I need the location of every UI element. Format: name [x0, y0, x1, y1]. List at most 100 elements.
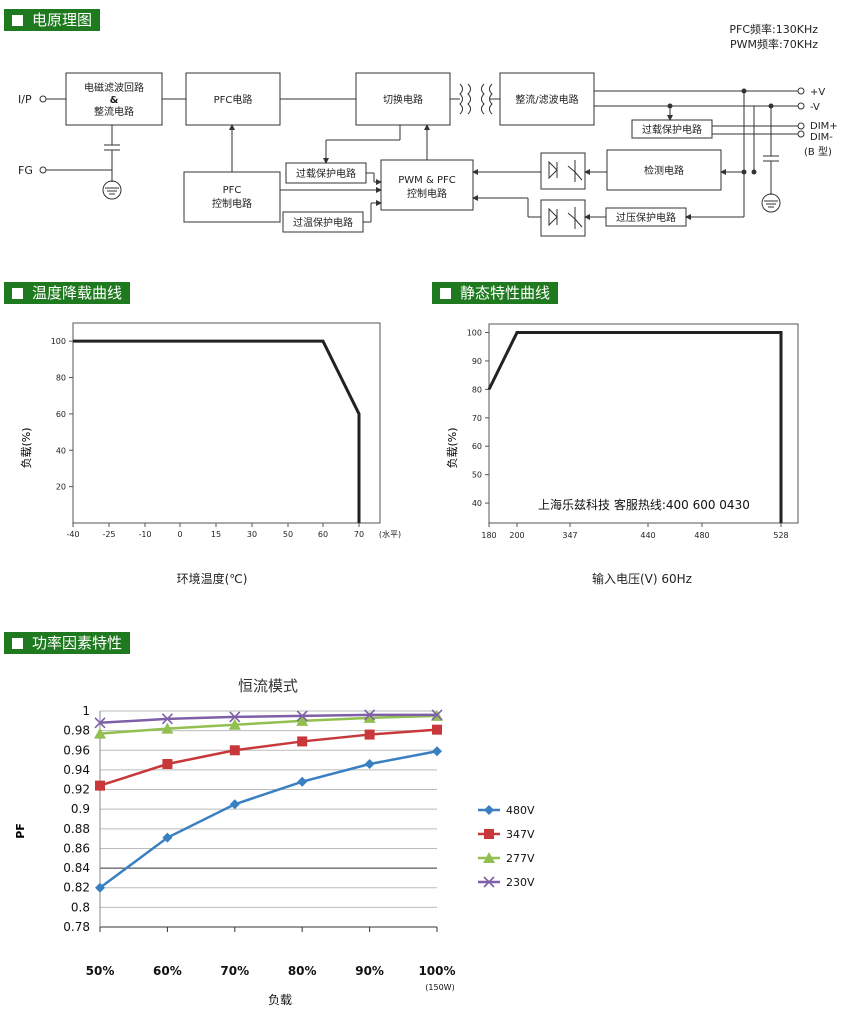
- data-point: [95, 882, 105, 893]
- x-tick-label: 50%: [86, 964, 115, 978]
- data-point: [296, 714, 309, 726]
- vpos-label: +V: [810, 87, 825, 98]
- data-point: [229, 745, 240, 756]
- optocoupler-2-box: [540, 199, 586, 237]
- x-note: (150W): [425, 983, 454, 992]
- data-point: [484, 805, 494, 815]
- x-unit-label: (水平): [379, 529, 401, 539]
- data-point: [161, 722, 174, 734]
- data-point: [94, 717, 106, 729]
- chart-title: 恒流模式: [238, 677, 298, 695]
- y-tick-label: 0.8: [71, 900, 90, 914]
- pwm-ctrl-label-2: 控制电路: [407, 187, 447, 200]
- data-point: [483, 852, 495, 863]
- square-icon: [12, 637, 23, 649]
- x-tick-label: 347: [562, 531, 577, 540]
- data-point: [484, 829, 494, 839]
- y-tick-label: 100: [467, 329, 482, 338]
- y-tick-label: 0.88: [63, 822, 90, 836]
- x-tick-label: 200: [509, 531, 524, 540]
- y-tick-label: 50: [472, 471, 482, 480]
- ocp2-label: 过载保护电路: [642, 123, 702, 136]
- y-tick-label: 60: [56, 410, 66, 419]
- y-axis-label: PF: [14, 823, 27, 839]
- optocoupler-1-box: [540, 152, 586, 190]
- fg-terminal: [39, 166, 47, 174]
- y-axis-label: 负载(%): [445, 427, 459, 468]
- data-point: [297, 736, 308, 747]
- section-header-derating: 温度降载曲线: [4, 282, 131, 304]
- dimpos-terminal: [797, 122, 805, 130]
- x-tick-label: 528: [773, 531, 788, 540]
- derating-line: [73, 339, 361, 523]
- dimpos-label: DIM+: [810, 121, 838, 132]
- data-point: [364, 729, 375, 740]
- pfc-control-box: [183, 171, 281, 223]
- watermark-text: 上海乐兹科技 客服热线:400 600 0430: [538, 497, 750, 512]
- x-tick-label: -10: [138, 530, 151, 539]
- x-tick-label: 440: [640, 531, 655, 540]
- y-tick-label: 0.82: [63, 881, 90, 895]
- vneg-label: -V: [810, 102, 820, 113]
- x-tick-label: 50: [283, 530, 293, 539]
- x-tick-label: 90%: [355, 964, 384, 978]
- data-point: [162, 832, 173, 843]
- pfc-ctrl-label-1: PFC: [223, 185, 242, 196]
- data-point: [483, 876, 495, 888]
- section-header-block-diagram: 电原理图: [4, 9, 101, 31]
- rectifier-label: 整流/滤波电路: [515, 93, 578, 106]
- block-diagram: PFC频率:130KHz PWM频率:70KHz I/P FG 电磁滤波回路 &…: [18, 22, 838, 237]
- plot-frame: [488, 323, 799, 524]
- y-tick-label: 80: [472, 385, 482, 394]
- series-line-347V: [99, 728, 438, 787]
- y-tick-label: 0.78: [63, 920, 90, 934]
- y-tick-label: 0.86: [63, 841, 90, 855]
- legend-label: 347V: [506, 828, 535, 841]
- x-tick-label: 80%: [288, 964, 317, 978]
- legend-label: 230V: [506, 876, 535, 889]
- y-tick-label: 0.84: [63, 861, 90, 875]
- data-point: [363, 711, 376, 723]
- y-tick-label: 0.9: [71, 802, 90, 816]
- emi-label-1: 电磁滤波回路: [84, 81, 144, 94]
- vneg-terminal: [797, 102, 805, 110]
- pwm-ctrl-label-1: PWM & PFC: [398, 175, 455, 186]
- x-tick-label: 60: [318, 530, 328, 539]
- series-line-277V: [99, 714, 438, 735]
- y-tick-label: 70: [472, 414, 482, 423]
- data-point: [161, 713, 173, 725]
- y-tick-label: 80: [56, 374, 66, 383]
- x-tick-label: 180: [481, 531, 496, 540]
- x-tick-label: 100%: [418, 964, 455, 978]
- x-axis-label: 环境温度(℃): [177, 571, 248, 586]
- data-point: [364, 709, 376, 721]
- square-icon: [12, 14, 23, 26]
- section-title: 功率因素特性: [32, 634, 123, 652]
- y-tick-label: 40: [56, 446, 66, 455]
- data-point: [228, 718, 241, 730]
- x-tick-label: 70: [354, 530, 364, 539]
- switch-label: 切换电路: [383, 93, 423, 106]
- y-tick-label: 90: [472, 357, 482, 366]
- data-point: [162, 759, 173, 770]
- data-point: [229, 711, 241, 723]
- y-tick-label: 0.94: [63, 763, 90, 777]
- pf-chart: 恒流模式10.980.960.940.920.90.880.860.840.82…: [14, 677, 535, 1007]
- data-point: [297, 776, 308, 787]
- series-line-230V: [99, 713, 437, 725]
- ocp1-label: 过载保护电路: [296, 167, 356, 180]
- square-icon: [440, 287, 451, 299]
- legend-label: 480V: [506, 804, 535, 817]
- plot-frame: [72, 322, 381, 524]
- square-icon: [12, 287, 23, 299]
- x-axis-label: 负载: [268, 993, 292, 1007]
- static-line: [487, 331, 783, 523]
- ip-label: I/P: [18, 93, 32, 106]
- y-tick-label: 0.92: [63, 783, 90, 797]
- emi-label-amp: &: [110, 95, 119, 106]
- y-tick-label: 1: [82, 704, 90, 718]
- section-header-static: 静态特性曲线: [432, 282, 559, 304]
- pfc-freq: PFC频率:130KHz: [729, 22, 818, 36]
- y-tick-label: 0.98: [63, 724, 90, 738]
